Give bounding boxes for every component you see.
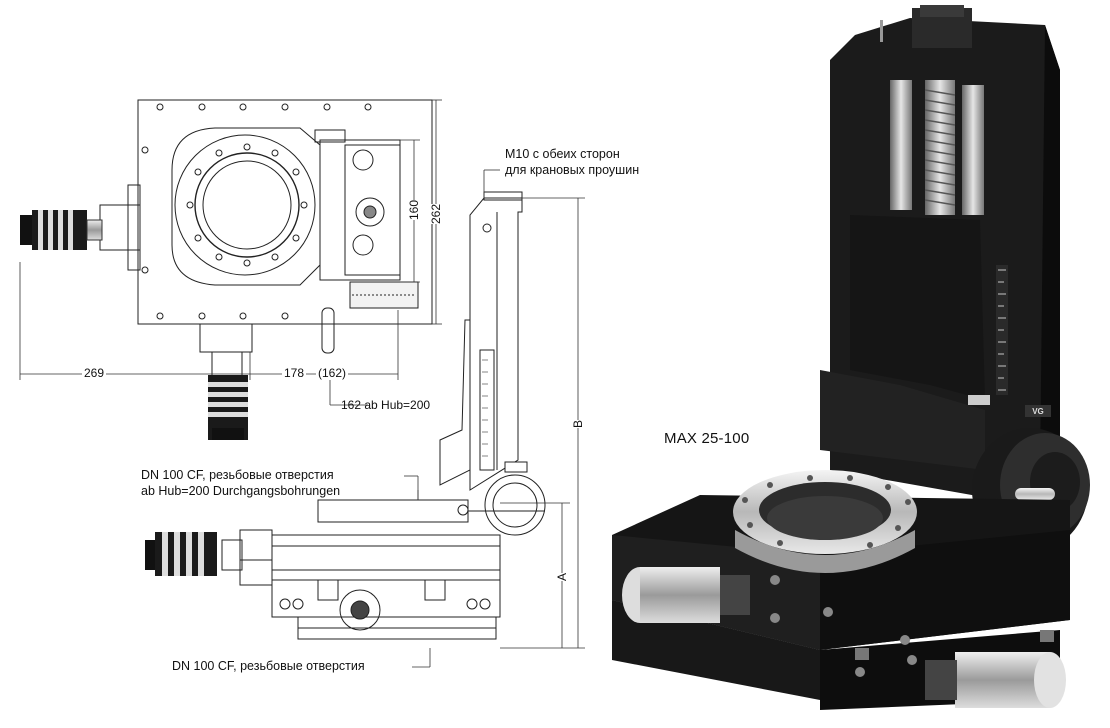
side-view-drawing xyxy=(221,191,546,640)
flange-bottom-note: DN 100 CF, резьбовые отверстия xyxy=(172,659,365,673)
z-scale xyxy=(482,359,488,457)
product-render: VG xyxy=(612,5,1090,710)
crane-eye-note-line2: для крановых проушин xyxy=(505,163,640,177)
micrometer-side xyxy=(145,532,217,576)
micrometer-left-top xyxy=(20,210,103,250)
dimension-269: 269 xyxy=(82,366,107,380)
crane-eye-note-line1: M10 с обеих сторон xyxy=(505,147,620,161)
micrometer-bottom-top xyxy=(208,375,248,440)
render-micrometer-left xyxy=(622,567,750,623)
render-micrometer-right xyxy=(925,652,1066,708)
top-view-dimension-lines xyxy=(19,99,442,406)
dimension-B: B xyxy=(571,419,585,428)
flange-top-note-line1: DN 100 CF, резьбовые отверстия xyxy=(141,468,334,482)
brand-logo-render: VG xyxy=(1025,405,1051,417)
dimension-178: 178 xyxy=(282,366,307,380)
top-view-drawing xyxy=(80,99,433,378)
product-name: MAX 25-100 xyxy=(664,430,750,447)
dimension-262: 262 xyxy=(429,203,443,224)
flange-top-note-line2: ab Hub=200 Durchgangsbohrungen xyxy=(141,484,341,498)
dimension-162-bracketed: (162) xyxy=(316,366,349,380)
dimension-A: A xyxy=(555,572,569,581)
dimension-162-note: 162 ab Hub=200 xyxy=(341,398,431,412)
dimension-160: 160 xyxy=(407,199,421,220)
svg-text:VG: VG xyxy=(1032,407,1044,416)
